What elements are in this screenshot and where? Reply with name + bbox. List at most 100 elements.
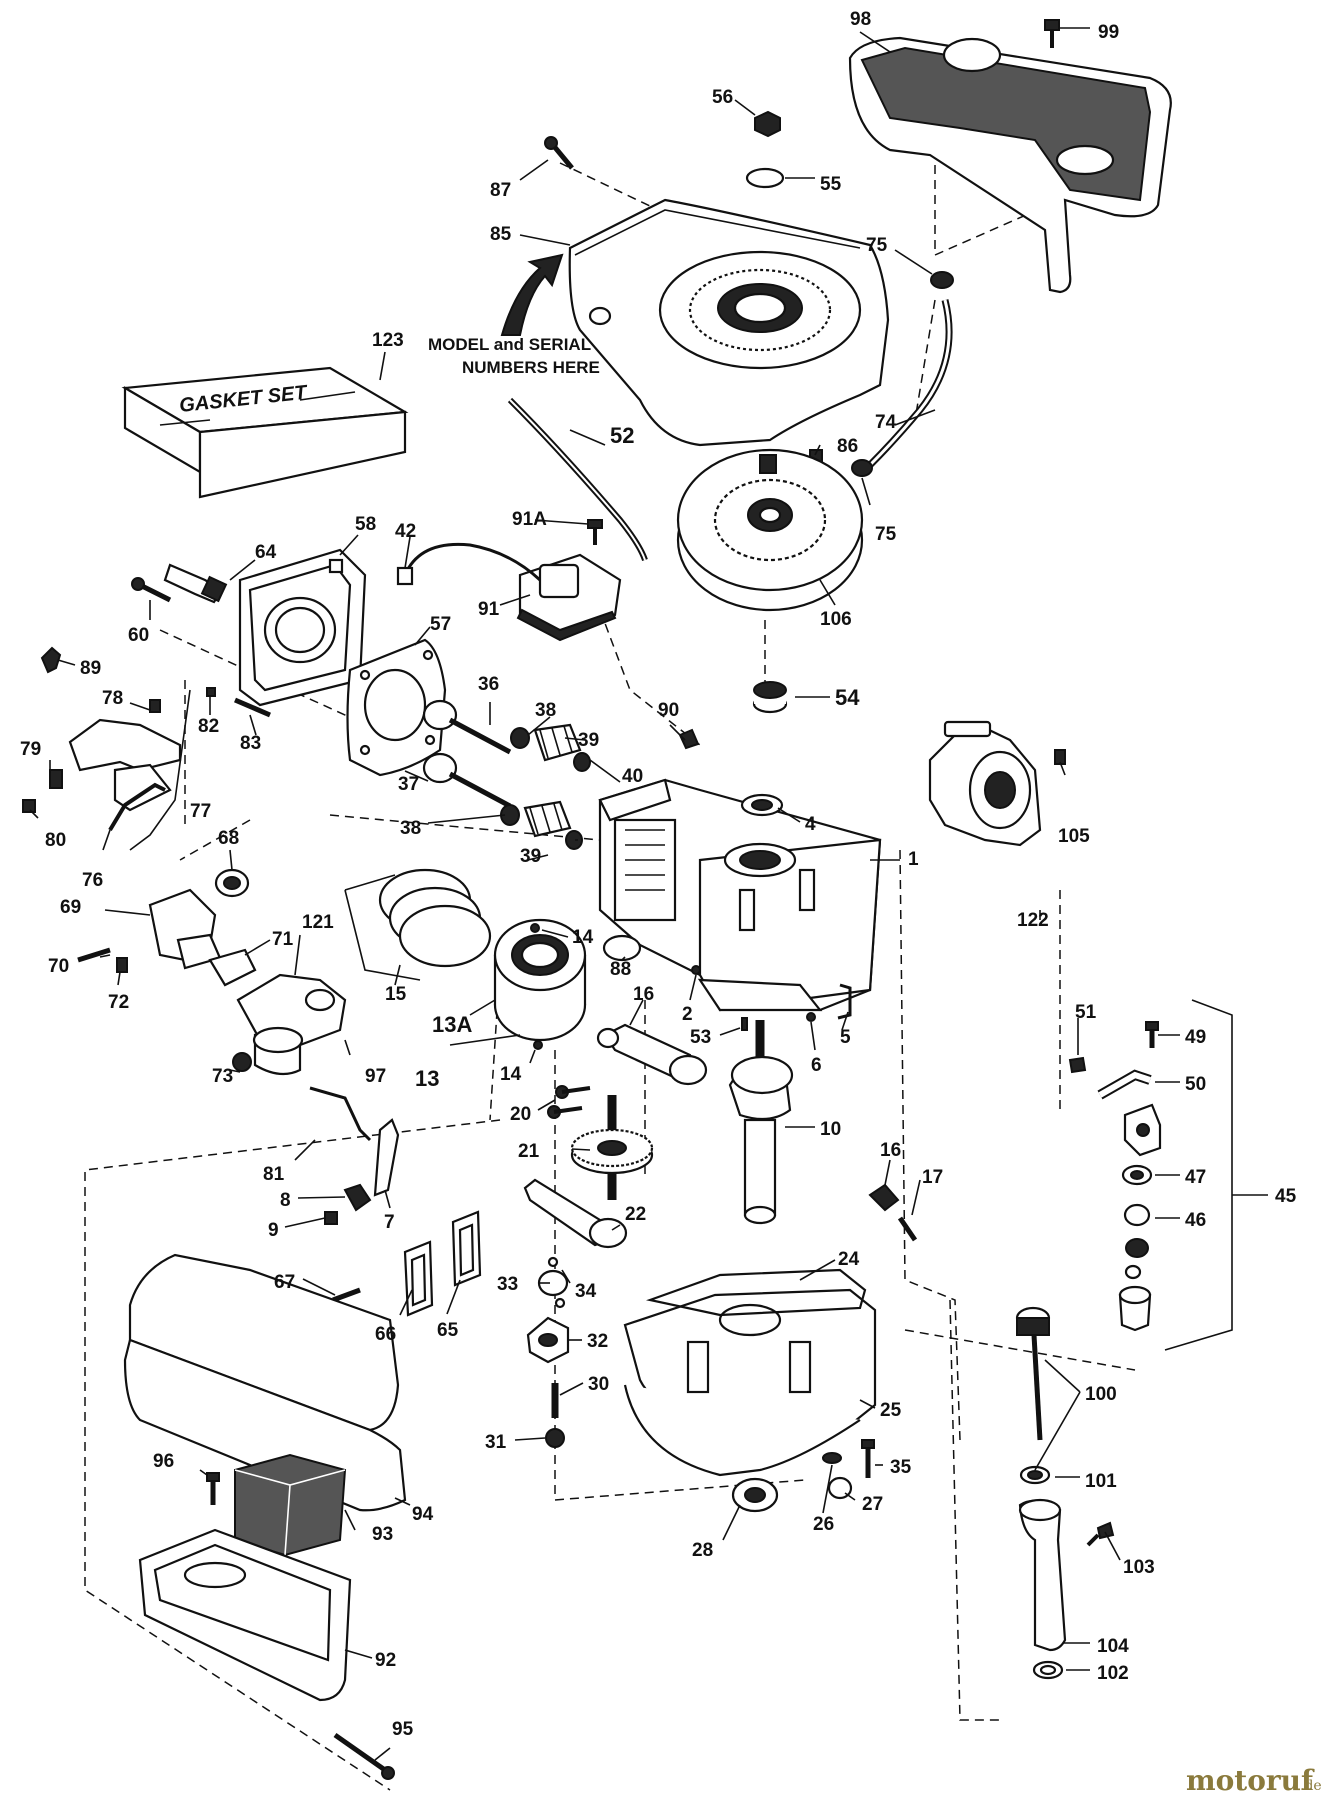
- label-part-75-lower: 75: [875, 524, 897, 545]
- part-9-screw: [324, 1211, 338, 1225]
- part-83-baffle: [234, 697, 271, 718]
- label-part-16-right: 16: [880, 1140, 901, 1161]
- part-39-spring-a: [533, 723, 582, 762]
- part-4-oil-seal: [740, 793, 784, 817]
- label-part-55: 55: [820, 174, 842, 195]
- label-part-5: 5: [840, 1027, 851, 1048]
- label-part-67: 67: [274, 1272, 295, 1293]
- part-56-nut: [754, 110, 781, 138]
- label-part-71: 71: [272, 929, 294, 950]
- label-part-38-lower: 38: [400, 818, 421, 839]
- part-47-gasket: [1121, 1164, 1153, 1186]
- label-part-28: 28: [692, 1540, 713, 1561]
- model-serial-arrow: [500, 253, 564, 336]
- label-part-74: 74: [875, 412, 897, 433]
- label-part-64: 64: [255, 542, 277, 563]
- label-part-6: 6: [811, 1055, 822, 1076]
- label-part-96: 96: [153, 1451, 174, 1472]
- label-part-69: 69: [60, 897, 81, 918]
- label-part-87: 87: [490, 180, 511, 201]
- part-85-blower-housing: [568, 198, 890, 447]
- part-88-seal: [602, 934, 642, 962]
- label-part-10: 10: [820, 1119, 841, 1140]
- part-40-keepers: [565, 752, 591, 850]
- label-part-73: 73: [212, 1066, 233, 1087]
- part-74-fuel-tube: [867, 299, 953, 468]
- label-part-95: 95: [392, 1719, 414, 1740]
- part-1-cylinder-block: [598, 778, 882, 1012]
- label-part-46: 46: [1185, 1210, 1206, 1231]
- model-serial-line1: MODEL and SERIAL: [428, 335, 591, 354]
- part-42-spark-wire: [396, 542, 542, 586]
- part-90-clip: [678, 728, 700, 750]
- label-part-14-lower: 14: [500, 1064, 522, 1085]
- part-39-spring-b: [523, 800, 572, 838]
- label-part-24: 24: [838, 1249, 860, 1270]
- label-part-4: 4: [805, 814, 816, 835]
- label-part-81: 81: [263, 1164, 285, 1185]
- part-37-valve: [422, 752, 512, 809]
- part-16-clamp: [868, 1183, 900, 1212]
- part-79-lever: [49, 769, 63, 789]
- part-50-tube: [1097, 1069, 1152, 1100]
- label-part-76: 76: [82, 870, 103, 891]
- part-81-governor-link: [309, 1086, 372, 1142]
- part-52-ground-wire: [507, 397, 648, 562]
- part-35-screw: [861, 1439, 875, 1478]
- part-77-bracket-line: [129, 689, 191, 851]
- model-serial-note: MODEL and SERIAL NUMBERS HERE: [428, 335, 600, 377]
- part-14-circlip-b: [533, 1040, 543, 1050]
- part-58-cylinder-head: [238, 548, 367, 707]
- label-part-123: 123: [372, 330, 404, 351]
- part-96-screw: [206, 1472, 220, 1505]
- label-part-27: 27: [862, 1494, 883, 1515]
- part-91-ignition-module: [516, 553, 622, 642]
- part-98-top-shroud: [848, 36, 1172, 294]
- part-6-pin: [806, 1012, 816, 1022]
- label-part-7: 7: [384, 1212, 395, 1233]
- part-10-crankshaft: [728, 1020, 794, 1225]
- label-part-17: 17: [922, 1167, 943, 1188]
- label-part-57: 57: [430, 614, 451, 635]
- label-part-26: 26: [813, 1514, 834, 1535]
- part-67-screw: [332, 1287, 361, 1303]
- label-part-50: 50: [1185, 1074, 1206, 1095]
- label-part-89: 89: [80, 658, 101, 679]
- label-part-70: 70: [48, 956, 69, 977]
- part-65-gasket: [451, 1210, 482, 1287]
- label-part-88: 88: [610, 959, 631, 980]
- part-2-dowel-pin: [691, 965, 701, 975]
- part-13-piston: [493, 918, 587, 1042]
- part-99-screw: [1044, 19, 1060, 48]
- part-53-key: [741, 1017, 748, 1031]
- part-93-filter-element: [234, 1453, 347, 1557]
- part-123-gasket-set: GASKET SET: [121, 366, 409, 499]
- part-33-gear: [537, 1269, 569, 1297]
- label-part-105: 105: [1058, 826, 1090, 847]
- part-95-screw: [333, 1732, 395, 1780]
- part-31-plug: [545, 1428, 565, 1448]
- label-part-98: 98: [850, 9, 871, 30]
- part-122-recoil-starter: [928, 720, 1042, 847]
- part-45-bracket: [1164, 999, 1233, 1351]
- part-70-bolt: [77, 947, 111, 963]
- part-87-bolt: [544, 136, 574, 170]
- label-part-122: 122: [1017, 910, 1049, 931]
- label-part-103: 103: [1123, 1557, 1155, 1578]
- label-part-34: 34: [575, 1281, 597, 1302]
- label-part-94: 94: [412, 1504, 434, 1525]
- label-part-53: 53: [690, 1027, 711, 1048]
- part-45-valve-a: [1125, 1238, 1149, 1258]
- part-89-spring: [40, 646, 62, 674]
- part-28-seal: [731, 1477, 779, 1513]
- label-part-30: 30: [588, 1374, 609, 1395]
- part-5-breather: [837, 983, 852, 1020]
- label-part-1: 1: [908, 849, 919, 870]
- part-46-plug: [1123, 1203, 1151, 1227]
- label-part-77: 77: [190, 801, 211, 822]
- part-15-piston-rings: [344, 868, 492, 981]
- part-8-clamp: [343, 1183, 372, 1212]
- label-part-86: 86: [837, 436, 858, 457]
- label-part-80: 80: [45, 830, 66, 851]
